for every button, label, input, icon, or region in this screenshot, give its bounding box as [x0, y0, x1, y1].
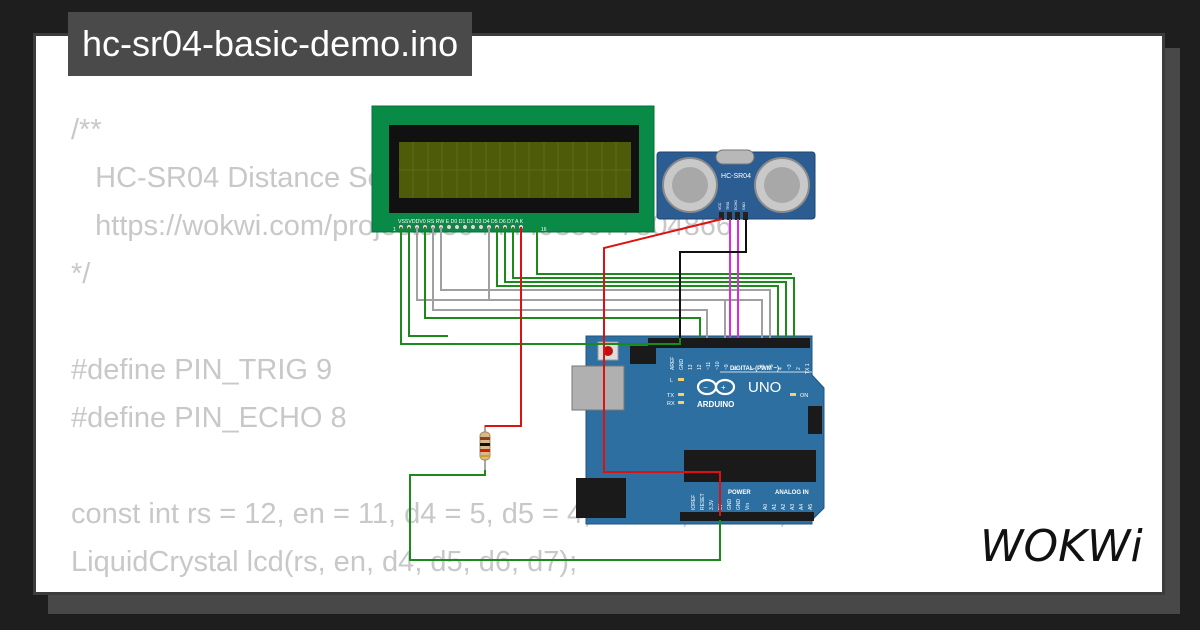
wire-d6 — [504, 227, 787, 338]
lcd-display[interactable]: VSSVDDV0 RS RW E D0 D1 D2 D3 D4 D5 D6 D7… — [371, 105, 655, 233]
pin-label: 7 — [751, 367, 757, 370]
code-line: /** — [71, 114, 102, 146]
pin-label: 13 — [688, 364, 694, 370]
wire-backlight — [485, 227, 522, 427]
pin-label: A0 — [763, 504, 769, 510]
board-brand: ARDUINO — [697, 400, 734, 409]
wires — [400, 218, 795, 561]
pin-label: A5 — [808, 504, 814, 510]
pin-label: RESET — [700, 493, 706, 510]
atmega-chip — [684, 450, 816, 482]
usb-connector — [571, 365, 625, 411]
power-section-label: POWER — [728, 490, 751, 496]
digital-section-label: DIGITAL (PWM ~) — [730, 366, 779, 372]
project-title[interactable]: hc-sr04-basic-demo.ino — [68, 12, 473, 76]
pin-label: 12 — [697, 364, 703, 370]
pin-label: A1 — [772, 504, 778, 510]
pin-label: ~9 — [724, 364, 730, 370]
lcd-pin16-label: 16 — [541, 227, 547, 233]
lcd-pin-labels: VSSVDDV0 RS RW E D0 D1 D2 D3 D4 D5 D6 D7… — [398, 219, 524, 225]
sensor-pin-echo: ECHO — [734, 200, 738, 210]
pin-label: 4 — [778, 367, 784, 370]
icsp-header-2 — [808, 406, 822, 434]
sensor-pin-gnd: GND — [742, 202, 746, 210]
digital-pin-labels: AREF GND 13 12 ~11 ~10 ~9 8 7 ~6 ~5 4 ~3… — [670, 357, 820, 374]
resistor[interactable] — [479, 425, 491, 470]
wire-d5 — [496, 227, 779, 338]
wire-vdd — [408, 227, 448, 337]
wokwi-logo-text: WOKWi — [980, 521, 1143, 572]
pin-label: AREF — [670, 357, 676, 370]
sensor-crystal — [715, 149, 755, 165]
wire-resistor-5v — [409, 470, 721, 561]
pin-label: GND — [679, 359, 685, 371]
sensor-mesh-right — [764, 167, 800, 203]
sensor-header — [719, 212, 748, 220]
code-line: #define PIN_TRIG 9 — [71, 354, 333, 386]
pin-label: GND — [736, 499, 742, 511]
pin-label: 2 — [796, 367, 802, 370]
wire-e — [440, 227, 771, 338]
pin-label: 8 — [733, 367, 739, 370]
pin-label: A4 — [799, 504, 805, 510]
power-analog-header — [680, 512, 814, 521]
pin-label: RX 0 — [814, 363, 820, 374]
wire-rs — [424, 227, 701, 338]
wire-d7 — [512, 227, 795, 338]
sensor-mesh-left — [672, 167, 708, 203]
board-model: UNO — [748, 379, 781, 396]
wire-gnd — [400, 227, 681, 345]
pin-label: ~11 — [706, 362, 712, 370]
lcd-pin1-label: 1 — [393, 227, 396, 233]
code-line: LiquidCrystal lcd(rs, en, d4, d5, d6, d7… — [71, 546, 578, 578]
digital-header — [648, 338, 810, 348]
pin-label: TX 1 — [805, 363, 811, 374]
wire-d4 — [488, 227, 763, 338]
analog-pin-labels: A0 A1 A2 A3 A4 A5 — [763, 504, 814, 510]
svg-text:−: − — [703, 383, 708, 392]
sensor-pin-vcc: VCC — [718, 202, 722, 210]
sensor-pin-trig: TRIG — [726, 201, 730, 210]
lcd-pin-holes — [398, 224, 524, 230]
code-line: #define PIN_ECHO 8 — [71, 402, 347, 434]
led-label: L — [670, 378, 673, 384]
pin-label: ~10 — [715, 361, 721, 370]
reset-button — [603, 346, 613, 356]
svg-text:+: + — [721, 383, 726, 392]
wire-vcc — [603, 218, 723, 516]
power-jack — [576, 478, 626, 518]
pin-label: GND — [727, 499, 733, 511]
ultrasonic-sensor[interactable]: HC-SR04 VCC TRIG ECHO GND — [656, 149, 816, 220]
arduino-uno[interactable]: AREF GND 13 12 ~11 ~10 ~9 8 7 ~6 ~5 4 ~3… — [571, 335, 825, 525]
led-label: TX — [667, 393, 674, 399]
wire-rw — [432, 227, 708, 338]
icsp-header — [630, 346, 656, 364]
code-line: */ — [71, 258, 91, 290]
pin-label: ~3 — [787, 364, 793, 370]
pin-label: ~5 — [769, 364, 775, 370]
wokwi-logo[interactable]: WOKWi — [980, 515, 1155, 575]
led-label: RX — [667, 401, 675, 407]
pin-label: A2 — [781, 504, 787, 510]
wire-k — [536, 227, 792, 275]
lcd-char-grid — [399, 142, 631, 198]
pin-label: IOREF — [691, 495, 697, 510]
pin-label: A3 — [790, 504, 796, 510]
wire-sensor-gnd — [679, 219, 747, 338]
pin-label: ~6 — [760, 364, 766, 370]
infinity-logo-icon: − + — [696, 378, 736, 396]
led-label: ON — [800, 393, 808, 399]
pin-label: 3.3V — [709, 499, 715, 510]
status-leds — [678, 378, 796, 404]
pin-label: Vin — [745, 503, 751, 510]
sensor-label: HC-SR04 — [721, 173, 751, 180]
analog-section-label: ANALOG IN — [775, 490, 809, 496]
